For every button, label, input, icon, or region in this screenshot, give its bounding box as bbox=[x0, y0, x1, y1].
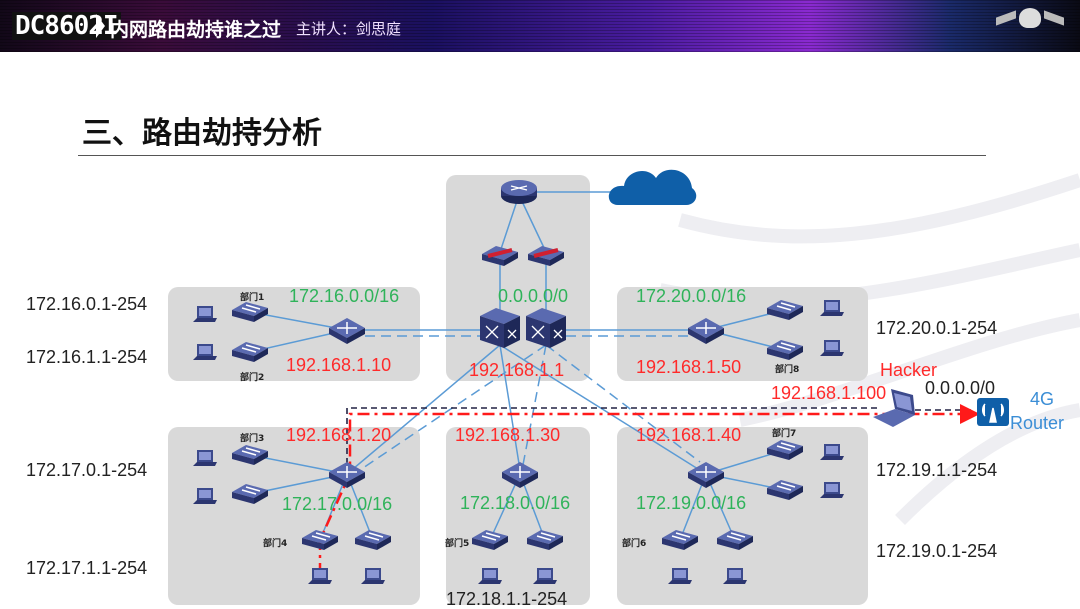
subnet-label: 172.18.0.0/16 bbox=[460, 493, 571, 513]
dept-label: 部门8 bbox=[775, 365, 800, 375]
pc-icon bbox=[723, 568, 747, 584]
defcon-group-logo bbox=[996, 8, 1064, 46]
hacker-label: Hacker bbox=[880, 360, 938, 380]
link-core-br bbox=[499, 344, 707, 475]
range-label: 172.17.0.1-254 bbox=[26, 460, 148, 480]
subnet-label: 172.17.0.0/16 bbox=[282, 494, 393, 514]
switch-icon bbox=[301, 529, 339, 551]
switch-icon bbox=[526, 529, 564, 551]
subnet-label: 172.20.0.0/16 bbox=[636, 286, 747, 306]
ip-label: 192.168.1.20 bbox=[286, 425, 392, 445]
pc-icon bbox=[533, 568, 557, 584]
subnet-label: 172.19.0.0/16 bbox=[636, 493, 747, 513]
pc-icon bbox=[193, 450, 217, 466]
l3-switch-icon bbox=[328, 461, 366, 489]
range-label: 172.16.0.1-254 bbox=[26, 294, 148, 314]
subnet-label: 172.16.0.0/16 bbox=[289, 286, 400, 306]
pc-icon bbox=[820, 300, 844, 316]
link-fw-core bbox=[499, 262, 547, 318]
pc-icon bbox=[668, 568, 692, 584]
firewall-icon bbox=[526, 244, 566, 268]
hacker-route-label: 0.0.0.0/0 bbox=[925, 378, 996, 398]
zone-172-16 bbox=[168, 287, 420, 381]
hacker-ip-label: 192.168.1.100 bbox=[771, 383, 887, 403]
logo-arrow-icon bbox=[96, 14, 105, 38]
dept-label: 部门1 bbox=[240, 293, 265, 303]
links bbox=[249, 191, 786, 541]
cloud-icon bbox=[608, 169, 697, 205]
link-core-bm bbox=[499, 344, 521, 471]
dept-label: 部门7 bbox=[772, 429, 797, 439]
background-wing-decoration bbox=[658, 173, 1080, 525]
dept-label: 部门2 bbox=[240, 373, 265, 383]
ip-label: 192.168.1.1 bbox=[469, 360, 565, 380]
switch-icon bbox=[354, 529, 392, 551]
title-divider bbox=[78, 155, 986, 156]
4g-router-label: 4G bbox=[1030, 389, 1055, 409]
header-banner: DC8602I 内网路由劫持谁之过 主讲人：剑思庭 bbox=[0, 0, 1080, 52]
range-label: 172.19.0.1-254 bbox=[876, 541, 998, 561]
link-core-bl bbox=[346, 344, 501, 475]
subnet-label: 0.0.0.0/0 bbox=[498, 286, 569, 306]
ip-label: 192.168.1.50 bbox=[636, 357, 742, 377]
dept-label: 部门3 bbox=[240, 434, 265, 444]
switch-icon bbox=[471, 529, 509, 551]
switch-icon bbox=[661, 529, 699, 551]
range-label: 172.20.0.1-254 bbox=[876, 318, 998, 338]
talk-title: 内网路由劫持谁之过 bbox=[110, 20, 282, 41]
l3-switch-icon bbox=[328, 317, 366, 345]
link-router-fw bbox=[499, 194, 547, 253]
router-icon bbox=[501, 180, 537, 204]
pc-icon bbox=[193, 306, 217, 322]
switch-icon bbox=[766, 439, 804, 461]
range-label: 172.19.1.1-254 bbox=[876, 460, 998, 480]
pc-icon bbox=[820, 482, 844, 498]
pc-icon bbox=[478, 568, 502, 584]
4g-router-icon bbox=[977, 398, 1009, 426]
switch-icon bbox=[231, 444, 269, 466]
range-label: 172.17.1.1-254 bbox=[26, 558, 148, 578]
switch-icon bbox=[716, 529, 754, 551]
link-core-bm-backup bbox=[521, 344, 547, 471]
switch-icon bbox=[766, 479, 804, 501]
l3-switch-icon bbox=[687, 317, 725, 345]
firewall-icon bbox=[480, 244, 520, 268]
ip-label: 192.168.1.40 bbox=[636, 425, 742, 445]
pc-icon bbox=[308, 568, 332, 584]
range-label: 172.16.1.1-254 bbox=[26, 347, 148, 367]
switch-icon bbox=[231, 341, 269, 363]
switch-icon bbox=[766, 339, 804, 361]
dept-label: 部门6 bbox=[622, 539, 647, 549]
switch-icon bbox=[231, 483, 269, 505]
pc-icon bbox=[361, 568, 385, 584]
pc-icon bbox=[193, 344, 217, 360]
dept-label: 部门4 bbox=[263, 539, 288, 549]
ip-label: 192.168.1.10 bbox=[286, 355, 392, 375]
4g-router-label: Router bbox=[1010, 413, 1065, 433]
core-switch-icon bbox=[525, 307, 567, 349]
l3-switch-icon bbox=[501, 461, 539, 489]
slide-title: 三、路由劫持分析 bbox=[82, 116, 322, 151]
switch-icon bbox=[231, 301, 269, 323]
pc-icon bbox=[193, 488, 217, 504]
core-switch-icon bbox=[479, 307, 521, 349]
banner-texture bbox=[0, 0, 1080, 52]
zone-core bbox=[446, 175, 590, 381]
dept-label: 部门5 bbox=[445, 539, 470, 549]
pc-icon bbox=[820, 444, 844, 460]
laptop-icon bbox=[873, 389, 915, 427]
switch-icon bbox=[766, 299, 804, 321]
ip-label: 192.168.1.30 bbox=[455, 425, 561, 445]
link-core-br-backup bbox=[545, 344, 701, 463]
range-label: 172.18.1.1-254 bbox=[446, 589, 568, 609]
pc-icon bbox=[820, 340, 844, 356]
speaker: 主讲人：剑思庭 bbox=[296, 21, 402, 38]
